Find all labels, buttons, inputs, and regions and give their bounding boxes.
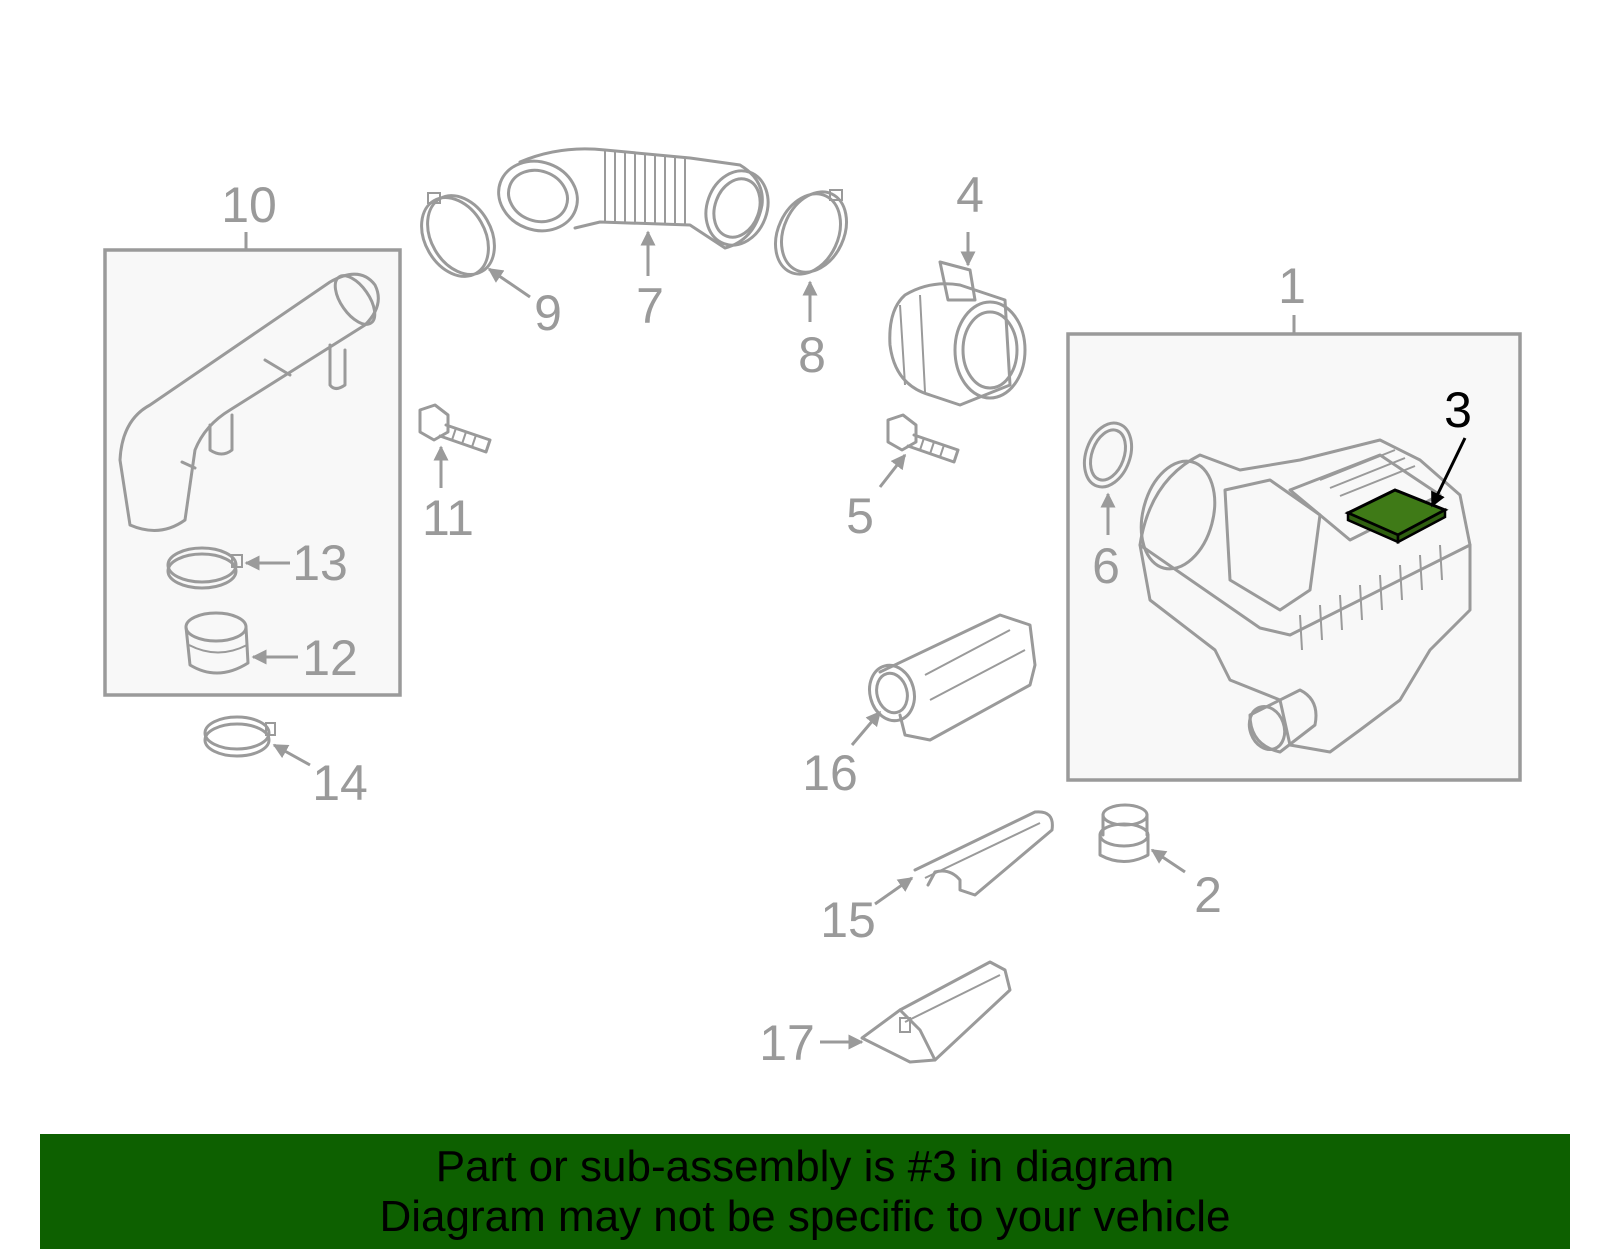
callout-14[interactable]: 14 xyxy=(312,755,368,811)
callout-15[interactable]: 15 xyxy=(820,892,876,948)
callout-labels: 1 2 3 4 5 6 7 8 9 10 11 12 13 14 15 16 1… xyxy=(221,167,1472,1071)
part-16-air-duct[interactable] xyxy=(864,613,1037,742)
part-8-clamp[interactable] xyxy=(763,181,859,284)
part-10-intake-pipe[interactable] xyxy=(118,269,383,532)
callout-12[interactable]: 12 xyxy=(302,630,358,686)
callout-1[interactable]: 1 xyxy=(1278,258,1306,314)
callout-11[interactable]: 11 xyxy=(422,490,474,546)
callout-10[interactable]: 10 xyxy=(221,177,277,233)
callout-6[interactable]: 6 xyxy=(1092,538,1120,594)
callout-9[interactable]: 9 xyxy=(534,285,562,341)
callout-8[interactable]: 8 xyxy=(798,327,826,383)
callout-13[interactable]: 13 xyxy=(292,535,348,591)
part-13-clamp[interactable] xyxy=(166,546,243,590)
callout-3[interactable]: 3 xyxy=(1444,382,1472,438)
callout-7[interactable]: 7 xyxy=(636,278,664,334)
info-banner: Part or sub-assembly is #3 in diagram Di… xyxy=(40,1134,1570,1249)
part-14-clamp[interactable] xyxy=(203,715,276,758)
banner-line-2: Diagram may not be specific to your vehi… xyxy=(379,1192,1231,1241)
banner-line-1: Part or sub-assembly is #3 in diagram xyxy=(435,1142,1175,1191)
callout-16[interactable]: 16 xyxy=(802,745,858,801)
part-15-cover[interactable] xyxy=(913,810,1054,897)
leader-lines xyxy=(244,230,1467,1050)
callout-5[interactable]: 5 xyxy=(846,488,874,544)
callout-4[interactable]: 4 xyxy=(956,167,984,223)
callout-17[interactable]: 17 xyxy=(759,1015,815,1071)
part-3-air-filter[interactable] xyxy=(1344,488,1449,545)
part-2-grommet[interactable] xyxy=(1098,803,1150,863)
part-12-coupler[interactable] xyxy=(184,611,250,675)
part-9-clamp[interactable] xyxy=(408,184,508,289)
part-10-group-box xyxy=(103,232,402,697)
part-17-air-inlet[interactable] xyxy=(860,960,1012,1064)
part-7-bellows-hose[interactable] xyxy=(489,147,778,254)
part-11-bolt[interactable] xyxy=(418,403,492,454)
part-4-maf-sensor[interactable] xyxy=(888,260,1027,407)
part-5-bolt[interactable] xyxy=(886,413,960,464)
part-6-seal[interactable] xyxy=(1076,416,1140,493)
callout-2[interactable]: 2 xyxy=(1194,867,1222,923)
